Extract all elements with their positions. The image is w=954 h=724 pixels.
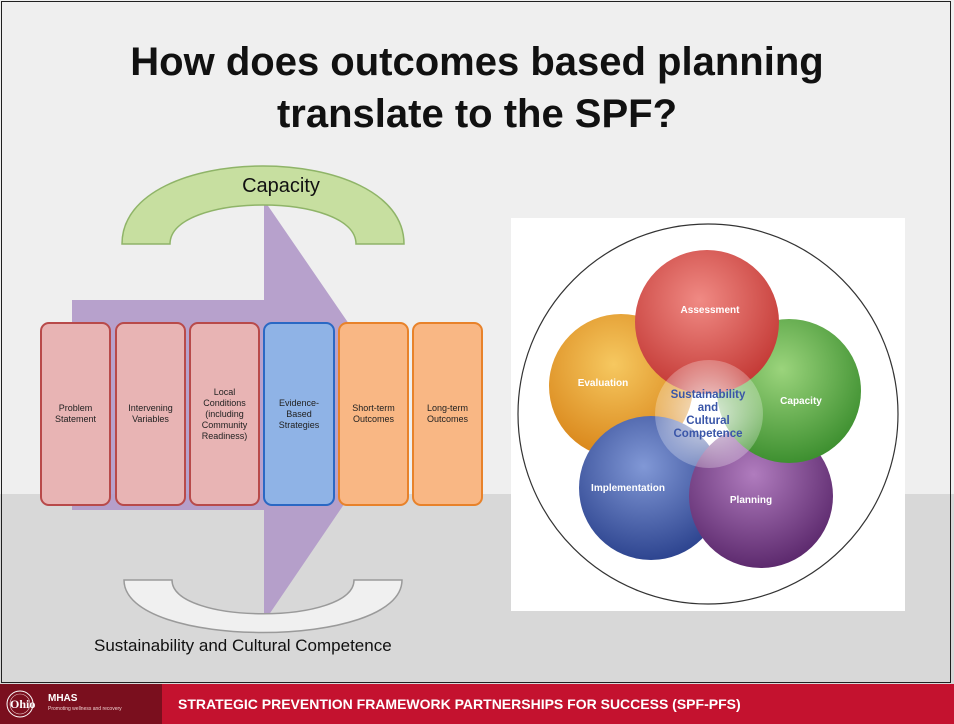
slide-frame	[1, 1, 951, 683]
title-line-1: How does outcomes based planning	[130, 40, 824, 84]
slide-title: How does outcomes based planning transla…	[80, 36, 874, 140]
wheel-label-assessment: Assessment	[681, 305, 741, 316]
logo-ohio-text: Ohio	[10, 697, 36, 711]
wheel-label-evaluation: Evaluation	[578, 378, 629, 389]
center-circle	[655, 360, 763, 468]
assessment-circle	[635, 250, 779, 394]
center-line-2: and	[698, 402, 718, 414]
sustainability-arc	[123, 579, 403, 634]
block-local-conditions: Local Conditions (including Community Re…	[189, 322, 260, 506]
wheel-label-planning: Planning	[730, 495, 772, 506]
ohio-mhas-logo: Ohio MHAS Promoting wellness and recover…	[0, 684, 162, 724]
center-line-3: Cultural	[686, 415, 729, 427]
capacity-label: Capacity	[242, 175, 320, 197]
capacity-arc	[121, 165, 405, 245]
block-long-term-outcomes: Long-term Outcomes	[412, 322, 483, 506]
center-line-1: Sustainability	[671, 389, 746, 401]
block-evidence-based-strategies: Evidence-Based Strategies	[263, 322, 335, 506]
footer-title: STRATEGIC PREVENTION FRAMEWORK PARTNERSH…	[178, 696, 741, 712]
wheel-label-capacity: Capacity	[780, 396, 822, 407]
logo-mhas-text: MHAS	[48, 693, 78, 704]
block-problem-statement: Problem Statement	[40, 322, 111, 506]
spf-wheel: Assessment Capacity Planning Implementat…	[517, 223, 899, 605]
wheel-label-implementation: Implementation	[591, 483, 665, 494]
footer-bar: Ohio MHAS Promoting wellness and recover…	[0, 684, 954, 724]
block-short-term-outcomes: Short-term Outcomes	[338, 322, 409, 506]
seal-icon	[6, 690, 34, 718]
block-intervening-variables: Intervening Variables	[115, 322, 186, 506]
center-line-4: Competence	[673, 428, 742, 440]
sustainability-label: Sustainability and Cultural Competence	[94, 636, 392, 655]
title-line-2: translate to the SPF?	[276, 92, 678, 136]
spf-wheel-panel: Assessment Capacity Planning Implementat…	[511, 218, 905, 611]
logo-tagline: Promoting wellness and recovery	[48, 706, 122, 712]
